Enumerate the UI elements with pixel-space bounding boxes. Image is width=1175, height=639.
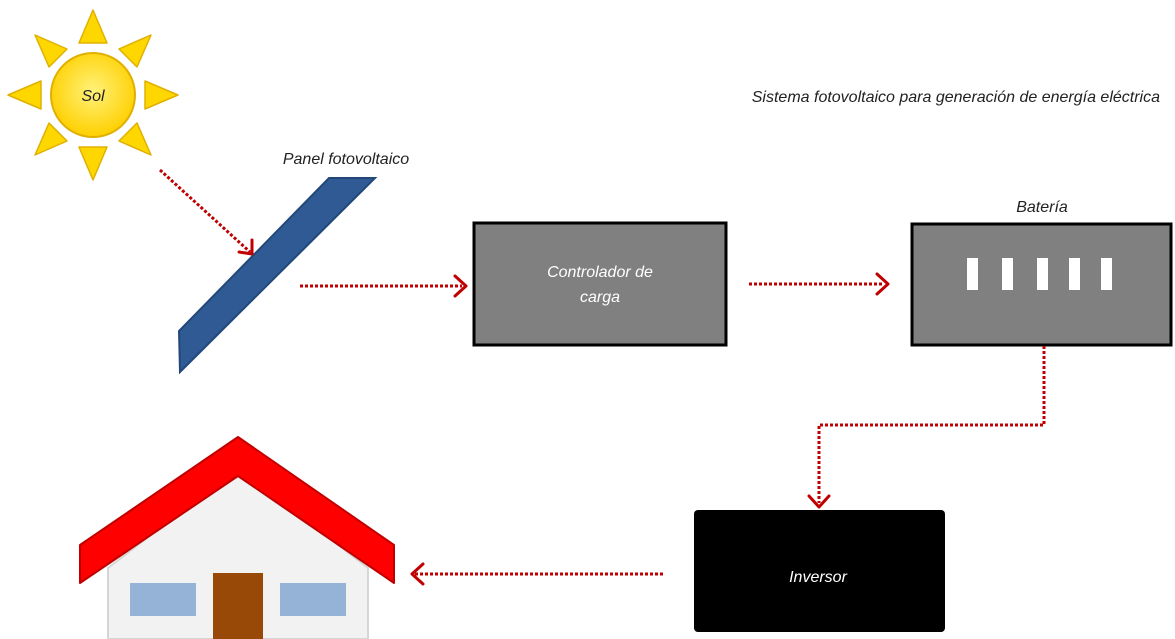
arrow-battery-to-inverter [817, 346, 1046, 503]
arrowhead-battery [875, 272, 890, 296]
sun-label: Sol [81, 88, 105, 105]
charge-controller-box [472, 221, 728, 347]
controller-label-line2: carga [580, 289, 620, 306]
controller-label-line1: Controlador de [547, 264, 653, 281]
arrowhead-inverter [807, 494, 831, 509]
inverter-box [694, 510, 945, 632]
arrowhead-house [410, 562, 425, 586]
diagram-title: Sistema fotovoltaico para generación de … [752, 89, 1160, 106]
house-door [213, 573, 263, 639]
solar-panel [177, 177, 378, 375]
battery-cells [967, 258, 1112, 290]
house-roof [79, 436, 395, 584]
arrow-sun-to-panel [158, 168, 252, 254]
sun-icon [7, 9, 179, 181]
arrowhead-controller [453, 274, 468, 298]
battery-label: Batería [1016, 199, 1068, 216]
inverter-label: Inversor [789, 569, 847, 586]
arrow-heads [237, 238, 890, 586]
house-window-right [280, 583, 346, 616]
panel-label: Panel fotovoltaico [283, 151, 409, 168]
house-icon [79, 436, 395, 639]
sun-rays [7, 9, 179, 181]
arrowhead-panel [237, 238, 254, 256]
sun-disc [50, 52, 136, 138]
battery-box [910, 222, 1173, 347]
house-window-left [130, 583, 196, 616]
flow-arrows [158, 168, 1046, 576]
